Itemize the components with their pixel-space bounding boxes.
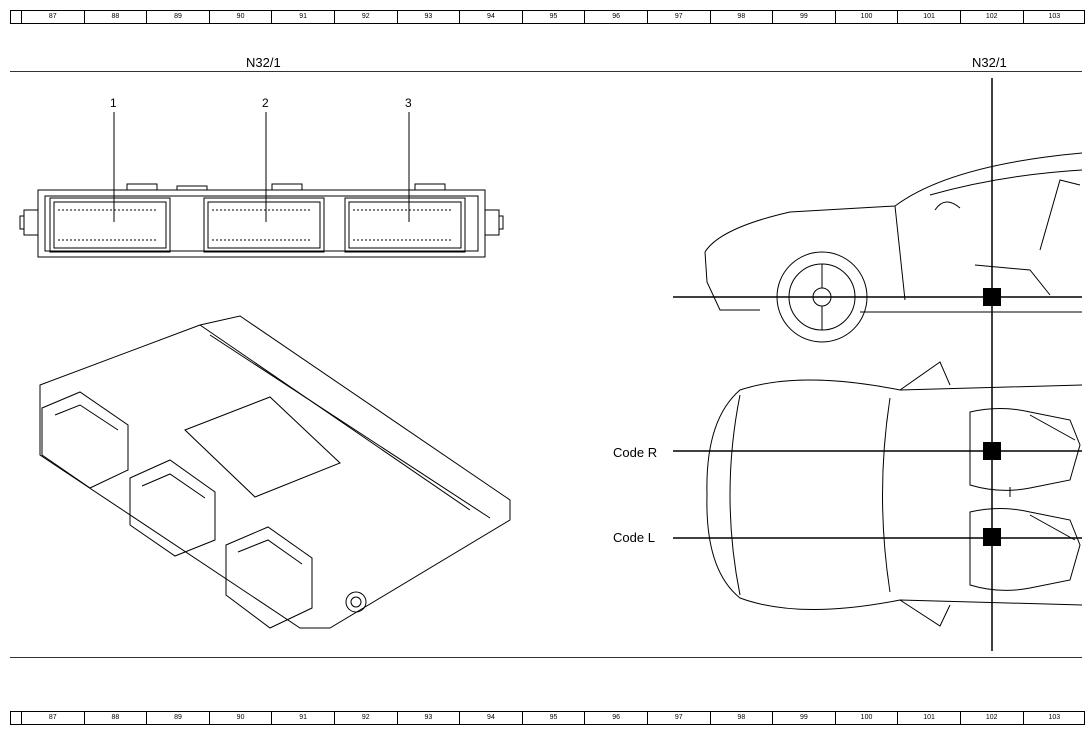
ruler-cell: 103	[1022, 712, 1086, 724]
ruler-cell: 88	[83, 11, 147, 23]
ruler-cell: 94	[459, 11, 522, 23]
ruler-cell: 89	[146, 712, 209, 724]
ruler-cell: 97	[646, 11, 710, 23]
ruler-cell: 101	[897, 11, 960, 23]
ruler-cell: 96	[584, 712, 647, 724]
ruler-cell: 91	[271, 712, 334, 724]
ruler-cell: 99	[772, 712, 835, 724]
ruler-cell: 93	[396, 11, 460, 23]
vehicle-top-view	[706, 361, 1083, 627]
ruler-cell: 102	[959, 11, 1023, 23]
ruler-cell: 92	[333, 11, 397, 23]
ruler-cell: 100	[834, 11, 898, 23]
ruler-cell: 99	[772, 11, 835, 23]
footer-divider	[10, 657, 1082, 658]
ruler-cell: 103	[1022, 11, 1086, 23]
vehicle-side-view	[704, 152, 1083, 343]
location-marker-side	[983, 288, 1001, 306]
location-marker-code-r	[983, 442, 1001, 460]
ruler-cell: 87	[21, 712, 84, 724]
header-divider	[10, 71, 1082, 72]
ruler-cell: 98	[709, 712, 773, 724]
code-r-label: Code R	[613, 445, 658, 460]
right-component-label: N32/1	[972, 55, 1007, 70]
ruler-cell: 95	[521, 712, 585, 724]
connector-label-1: 1	[110, 96, 117, 110]
ruler-cell: 92	[333, 712, 397, 724]
ruler-cell: 90	[208, 712, 272, 724]
ruler-cell: 101	[897, 712, 960, 724]
ruler-cell: 89	[146, 11, 209, 23]
connector-block-2	[203, 197, 325, 253]
ruler-cell: 90	[208, 11, 272, 23]
ruler-cell: 100	[834, 712, 898, 724]
connector-block-3	[344, 197, 466, 253]
ruler-cell: 93	[396, 712, 460, 724]
ruler-cell: 87	[21, 11, 84, 23]
control-unit-front-view	[19, 183, 504, 258]
ruler-cell: 91	[271, 11, 334, 23]
ruler-cell: 98	[709, 11, 773, 23]
left-component-label: N32/1	[246, 55, 281, 70]
connector-label-2: 2	[262, 96, 269, 110]
ruler-cell: 102	[959, 712, 1023, 724]
code-l-label: Code L	[613, 530, 655, 545]
ruler-cell: 95	[521, 11, 585, 23]
ruler-cell: 88	[83, 712, 147, 724]
connector-label-3: 3	[405, 96, 412, 110]
control-unit-isometric-view	[39, 315, 511, 629]
connector-block-1	[49, 197, 171, 253]
ruler-cell: 97	[646, 712, 710, 724]
ruler-cell: 96	[584, 11, 647, 23]
location-marker-code-l	[983, 528, 1001, 546]
ruler-cell: 94	[459, 712, 522, 724]
